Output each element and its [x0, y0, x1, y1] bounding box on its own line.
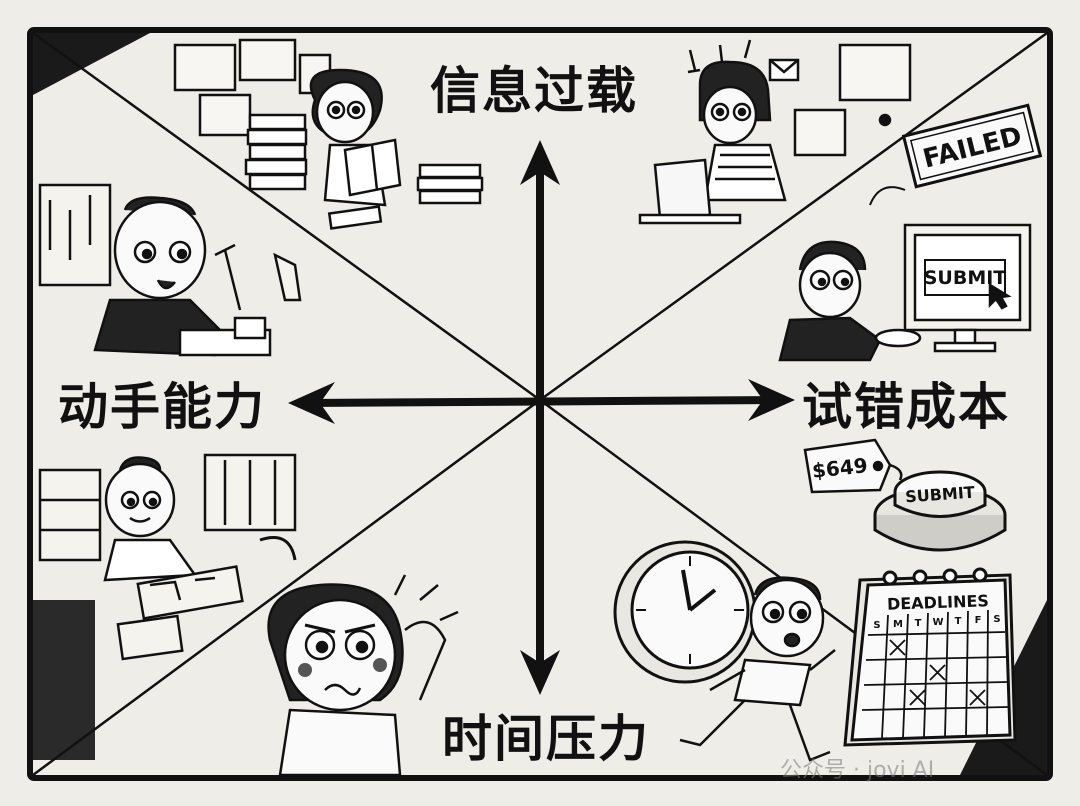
diagonal-line-bl — [32, 398, 541, 777]
horizontal-axis — [304, 396, 776, 407]
submit-monitor-illustration — [903, 223, 1032, 353]
mechanic-character-illustration — [38, 183, 302, 357]
calendar-day: T — [915, 618, 922, 629]
stressed-character-illustration — [267, 574, 459, 777]
shadow-top-left — [33, 33, 150, 95]
submit-button-illustration — [873, 470, 1007, 552]
sketch-frame — [27, 27, 1053, 781]
failed-stamp-sign: FAILED — [869, 103, 1043, 206]
submit-button-label: SUBMIT — [905, 483, 976, 507]
submit-screen-label: SUBMIT — [924, 267, 1007, 289]
price-tag-illustration — [803, 438, 903, 494]
calendar-day: F — [975, 615, 982, 626]
diagonal-line-tr — [539, 31, 1048, 402]
calendar-day: S — [873, 620, 880, 631]
arrow-right — [748, 379, 795, 421]
anxious-character-illustration — [778, 240, 922, 362]
reading-character-illustration — [173, 38, 484, 230]
axis-label-left: 动手能力 — [52, 380, 272, 435]
watermark: 公众号 · jovi AI — [780, 758, 935, 783]
arrow-down — [520, 650, 560, 695]
tinkerer-character-illustration — [38, 453, 297, 661]
arrow-left — [288, 382, 335, 424]
calendar-title: DEADLINES — [887, 591, 989, 614]
calendar-day: S — [993, 614, 1000, 625]
diagonal-line-tl — [32, 31, 541, 402]
calendar-day-headers: S M T W T F S — [873, 614, 1000, 631]
axis-label-bottom: 时间压力 — [436, 712, 656, 767]
axis-label-right: 试错成本 — [796, 380, 1016, 435]
calendar-day: M — [893, 619, 903, 630]
overloaded-laptop-character-illustration — [638, 39, 912, 225]
calendar-day: T — [955, 616, 962, 627]
calendar-day: W — [932, 617, 943, 628]
stopwatch-illustration — [613, 540, 757, 684]
arrow-up — [520, 140, 560, 185]
price-tag-label: $649 — [811, 453, 869, 483]
running-character-illustration — [679, 576, 836, 762]
deadlines-calendar-illustration — [843, 567, 1017, 747]
shadow-bottom-left — [33, 600, 95, 760]
axis-label-top: 信息过载 — [424, 64, 644, 119]
